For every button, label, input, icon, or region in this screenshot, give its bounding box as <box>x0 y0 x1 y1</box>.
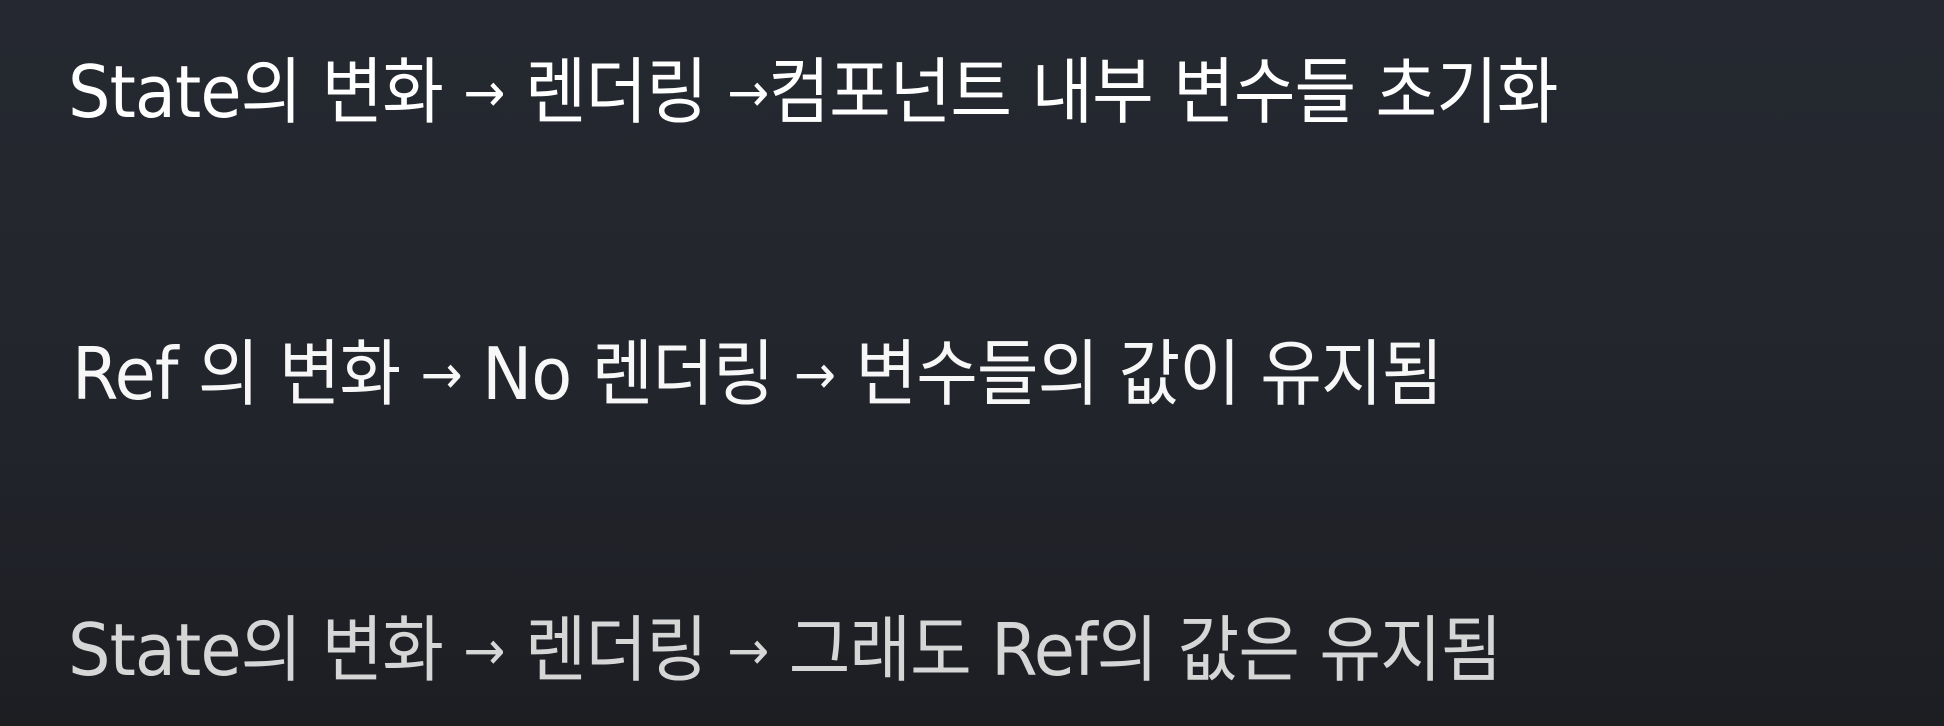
effect-text: 렌더링 <box>524 50 708 134</box>
statement-state-change-ref-kept: State의 변화 → 렌더링 → 그래도 Ref의 값은 유지됨 <box>68 614 1502 686</box>
cause-text: State의 변화 <box>68 50 444 134</box>
result-text: 컴포넌트 내부 변수들 초기화 <box>768 50 1558 134</box>
cause-text: Ref 의 변화 <box>72 332 401 416</box>
effect-text: 렌더링 <box>524 608 708 692</box>
arrow-right-icon: → <box>463 619 505 682</box>
result-text: 변수들의 값이 유지됨 <box>855 332 1444 416</box>
effect-text: No 렌더링 <box>482 332 775 416</box>
cause-text: State의 변화 <box>68 608 444 692</box>
result-text: 그래도 Ref의 값은 유지됨 <box>788 608 1503 692</box>
statement-state-change: State의 변화 → 렌더링 →컴포넌트 내부 변수들 초기화 <box>68 56 1558 128</box>
arrow-right-icon: → <box>420 343 463 406</box>
arrow-right-icon: → <box>463 61 505 124</box>
arrow-right-icon: → <box>794 343 836 406</box>
arrow-right-icon: → <box>727 61 769 124</box>
statement-ref-change: Ref 의 변화 → No 렌더링 → 변수들의 값이 유지됨 <box>72 338 1443 410</box>
arrow-right-icon: → <box>727 619 769 682</box>
